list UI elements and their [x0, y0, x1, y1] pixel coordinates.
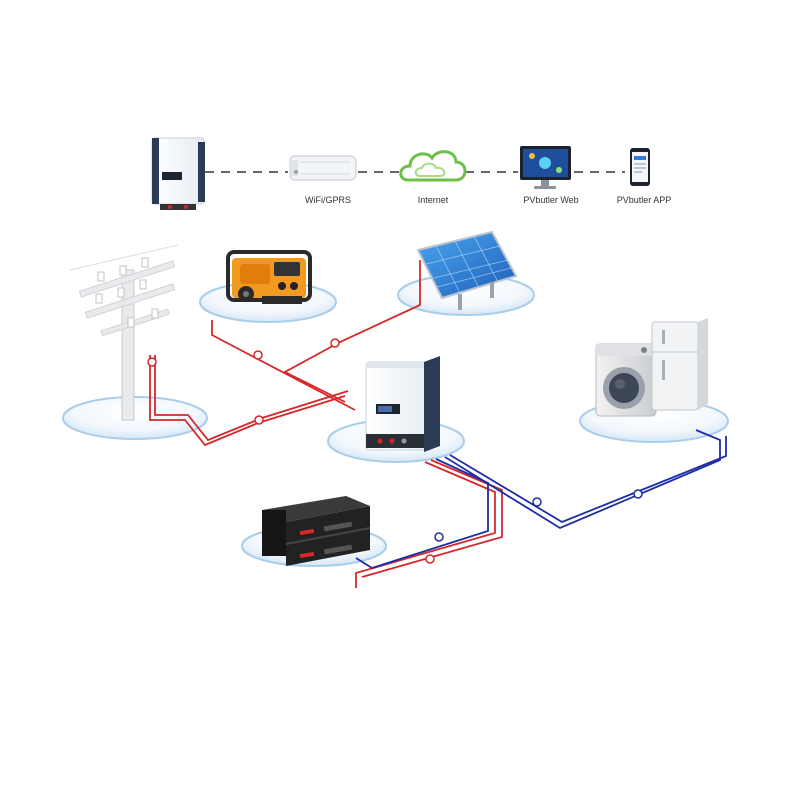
battery-rack-icon — [262, 496, 371, 566]
dc-wires — [355, 429, 727, 569]
phone-icon — [630, 148, 650, 186]
solar-panel-icon — [416, 230, 518, 310]
wifi-gprs-label: WiFi/GPRS — [305, 195, 351, 205]
refrigerator-icon — [651, 318, 708, 411]
connector-icon — [147, 357, 157, 367]
pvbutler-web-label: PVbutler Web — [523, 195, 579, 205]
utility-grid-pole-icon — [69, 244, 179, 421]
connector-icon — [425, 554, 435, 564]
connector-icon — [330, 338, 340, 348]
generator-icon — [226, 250, 312, 304]
monitor-icon — [520, 146, 571, 189]
connector-icon — [532, 497, 542, 507]
pad-grid — [62, 396, 208, 440]
wifi-stick-icon — [289, 155, 357, 181]
internet-label: Internet — [417, 195, 449, 205]
wire-connectors — [147, 338, 643, 564]
pvbutler-app-label: PVbutler APP — [616, 195, 672, 205]
washing-machine-icon — [595, 343, 657, 417]
monitoring-chain — [151, 137, 650, 210]
connector-icon — [253, 350, 263, 360]
cloud-icon — [399, 150, 467, 182]
small-inverter-icon — [151, 137, 205, 210]
connector-icon — [434, 532, 444, 542]
main-inverter-icon — [365, 356, 440, 452]
connector-icon — [254, 415, 264, 425]
connector-icon — [633, 489, 643, 499]
